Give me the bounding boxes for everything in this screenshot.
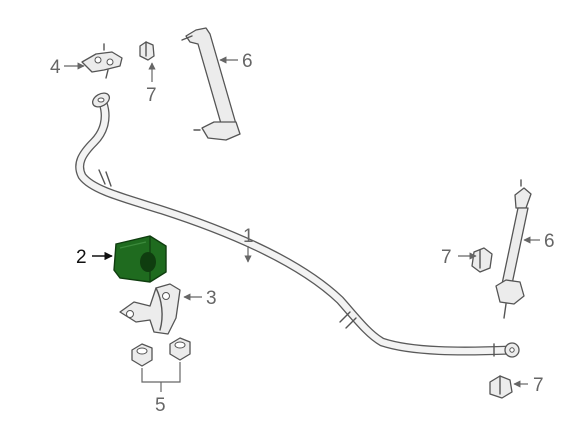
stabilizer-link-6-right (495, 179, 532, 319)
callout-2: 2 (76, 247, 87, 268)
nuts-5 (131, 337, 191, 367)
callout-7-bottom: 7 (533, 375, 544, 396)
callout-6-top: 6 (242, 51, 253, 72)
bushing-2-highlighted (113, 235, 167, 283)
callout-3: 3 (206, 288, 217, 309)
callout-4: 4 (50, 57, 61, 78)
mount-bracket-4 (81, 43, 123, 79)
callout-6-right: 6 (544, 231, 555, 252)
stabilizer-bar (75, 92, 520, 358)
nut-7-top (139, 41, 155, 61)
callout-5: 5 (155, 395, 166, 416)
callout-leaders (64, 56, 540, 392)
callout-1: 1 (243, 226, 254, 247)
nut-7-bottom (489, 375, 513, 399)
callout-7-middle: 7 (441, 247, 452, 268)
nut-7-middle (471, 247, 493, 273)
callout-7-top: 7 (146, 85, 157, 106)
stabilizer-link-6-top (181, 27, 241, 141)
clamp-bracket-3 (119, 283, 181, 335)
